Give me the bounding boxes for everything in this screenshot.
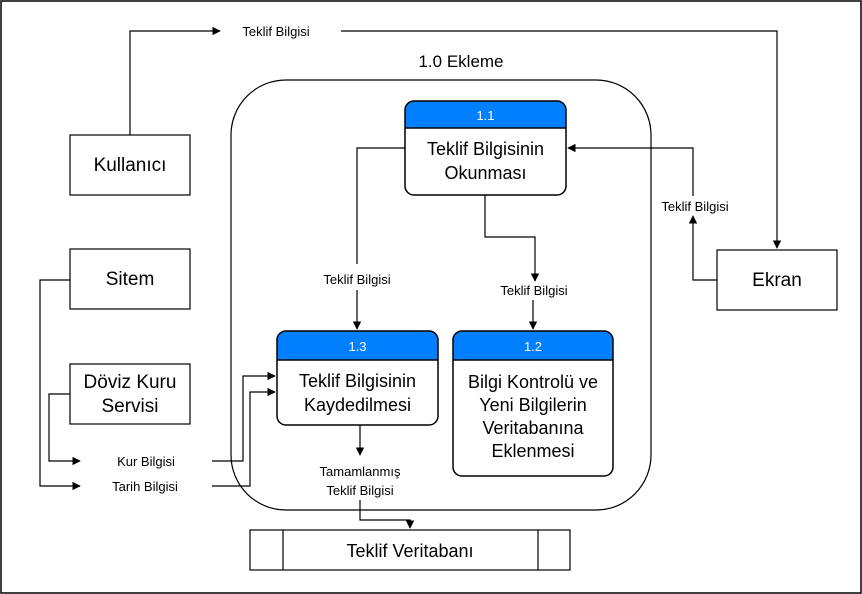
process-1-3-label-line1: Teklif Bilgisinin bbox=[299, 371, 416, 391]
process-1-2-label-line3: Veritabanına bbox=[482, 418, 584, 438]
process-1-2[interactable]: 1.2 Bilgi Kontrolü ve Yeni Bilgilerin Ve… bbox=[452, 330, 614, 477]
data-store-teklif-veritabani[interactable]: Teklif Veritabanı bbox=[249, 529, 571, 571]
process-1-2-id: 1.2 bbox=[524, 339, 542, 354]
flow-label-top: Teklif Bilgisi bbox=[242, 24, 309, 39]
entity-ekran[interactable]: Ekran bbox=[716, 249, 838, 311]
entity-doviz-label-line1: Döviz Kuru bbox=[84, 372, 177, 393]
process-1-2-label-line1: Bilgi Kontrolü ve bbox=[468, 372, 598, 392]
flow-sitem-tarih: Tarih Bilgisi bbox=[39, 279, 276, 494]
process-1-1[interactable]: 1.1 Teklif Bilgisinin Okunması bbox=[404, 100, 567, 196]
flow-p11-to-p12: Teklif Bilgisi bbox=[484, 195, 568, 330]
data-store-label: Teklif Veritabanı bbox=[346, 541, 473, 561]
process-1-1-label-line2: Okunması bbox=[444, 163, 526, 183]
entity-sitem-label: Sitem bbox=[106, 269, 155, 290]
process-1-3[interactable]: 1.3 Teklif Bilgisinin Kaydedilmesi bbox=[276, 330, 439, 426]
entity-sitem[interactable]: Sitem bbox=[69, 248, 191, 310]
process-1-2-label-line4: Eklenmesi bbox=[491, 441, 574, 461]
flow-label-p11-p13: Teklif Bilgisi bbox=[323, 272, 390, 287]
flow-doviz-kur: Kur Bilgisi bbox=[48, 371, 276, 469]
flow-label-p11-p12: Teklif Bilgisi bbox=[500, 283, 567, 298]
flow-label-p13-store-line1: Tamamlanmış bbox=[320, 464, 401, 479]
process-1-1-label-line1: Teklif Bilgisinin bbox=[427, 139, 544, 159]
flow-p11-to-p13: Teklif Bilgisi bbox=[323, 147, 405, 330]
flow-label-p13-store-line2: Teklif Bilgisi bbox=[326, 483, 393, 498]
entity-ekran-label: Ekran bbox=[752, 270, 802, 291]
flow-label-ekran-p11: Teklif Bilgisi bbox=[661, 199, 728, 214]
flow-kullanici-to-ekran: Teklif Bilgisi bbox=[129, 24, 782, 249]
process-1-3-id: 1.3 bbox=[348, 339, 366, 354]
entity-doviz-label-line2: Servisi bbox=[101, 396, 158, 417]
flow-label-tarih: Tarih Bilgisi bbox=[112, 479, 178, 494]
process-1-1-id: 1.1 bbox=[476, 108, 494, 123]
process-group-boundary bbox=[230, 79, 652, 511]
group-title: 1.0 Ekleme bbox=[418, 52, 503, 71]
flow-p13-to-store: Tamamlanmış Teklif Bilgisi bbox=[320, 425, 415, 529]
entity-kullanici-label: Kullanıcı bbox=[94, 155, 167, 176]
process-1-3-label-line2: Kaydedilmesi bbox=[304, 395, 411, 415]
entity-doviz-kuru-servisi[interactable]: Döviz Kuru Servisi bbox=[69, 363, 191, 425]
entity-kullanici[interactable]: Kullanıcı bbox=[69, 134, 191, 196]
process-1-2-label-line2: Yeni Bilgilerin bbox=[479, 395, 586, 415]
flow-ekran-to-p11: Teklif Bilgisi bbox=[567, 143, 729, 281]
flow-label-kur: Kur Bilgisi bbox=[117, 454, 175, 469]
